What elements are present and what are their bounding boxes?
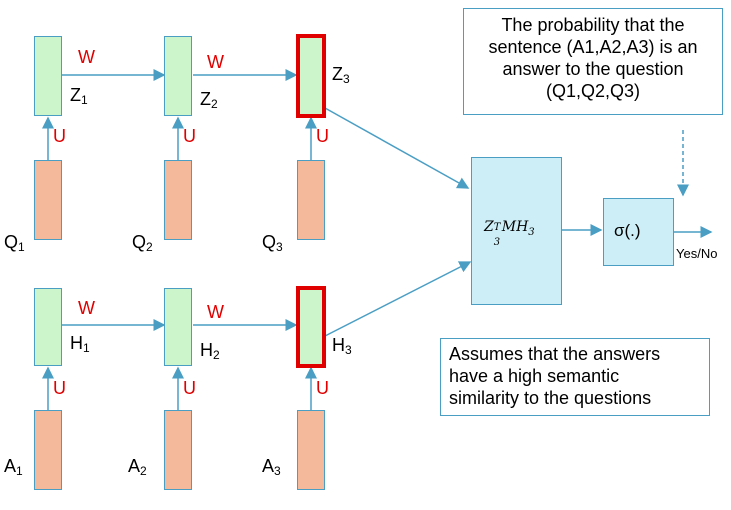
hidden-state-h2: [164, 288, 192, 366]
output-label: Yes/No: [676, 246, 718, 261]
hidden-state-h1: [34, 288, 62, 366]
sigmoid-box: [603, 198, 674, 266]
state-label-z3: Z3: [332, 64, 350, 86]
weight-w-label: W: [78, 47, 95, 67]
state-label-z2: Z2: [200, 89, 218, 111]
input-label-a2: A2: [128, 456, 147, 478]
probability-callout: The probability that the sentence (A1,A2…: [463, 8, 723, 115]
assumption-callout: Assumes that the answers have a high sem…: [440, 338, 710, 416]
input-label-a1: A1: [4, 456, 23, 478]
weight-u-label: U: [53, 378, 66, 398]
probability-callout-text: The probability that the sentence (A1,A2…: [488, 15, 698, 101]
score-box: [471, 157, 562, 305]
hidden-state-h3-highlighted: [296, 286, 326, 368]
z3-to-score-arrow: [324, 107, 470, 189]
hidden-state-z1: [34, 36, 62, 116]
input-label-q2: Q2: [132, 232, 153, 254]
sigmoid-label: σ(.): [614, 221, 641, 240]
weight-u-label: U: [316, 126, 329, 146]
input-q1: [34, 160, 62, 240]
state-label-h3: H3: [332, 335, 352, 357]
input-q2: [164, 160, 192, 240]
hidden-state-z3-highlighted: [296, 34, 326, 118]
weight-w-label: W: [207, 52, 224, 72]
input-q3: [297, 160, 325, 240]
hidden-state-z2: [164, 36, 192, 116]
weight-u-label: U: [53, 126, 66, 146]
weight-u-label: U: [183, 378, 196, 398]
weight-w-label: W: [207, 302, 224, 322]
assumption-callout-text: Assumes that the answers have a high sem…: [449, 344, 661, 408]
input-a3: [297, 410, 325, 490]
weight-u-label: U: [316, 378, 329, 398]
input-label-a3: A3: [262, 456, 281, 478]
input-label-q1: Q1: [4, 232, 25, 254]
weight-w-label: W: [78, 298, 95, 318]
input-a1: [34, 410, 62, 490]
state-label-z1: Z1: [70, 85, 88, 107]
state-label-h1: H1: [70, 333, 90, 355]
input-a2: [164, 410, 192, 490]
h3-to-score-arrow: [324, 261, 472, 337]
weight-u-label: U: [183, 126, 196, 146]
input-label-q3: Q3: [262, 232, 283, 254]
state-label-h2: H2: [200, 340, 220, 362]
